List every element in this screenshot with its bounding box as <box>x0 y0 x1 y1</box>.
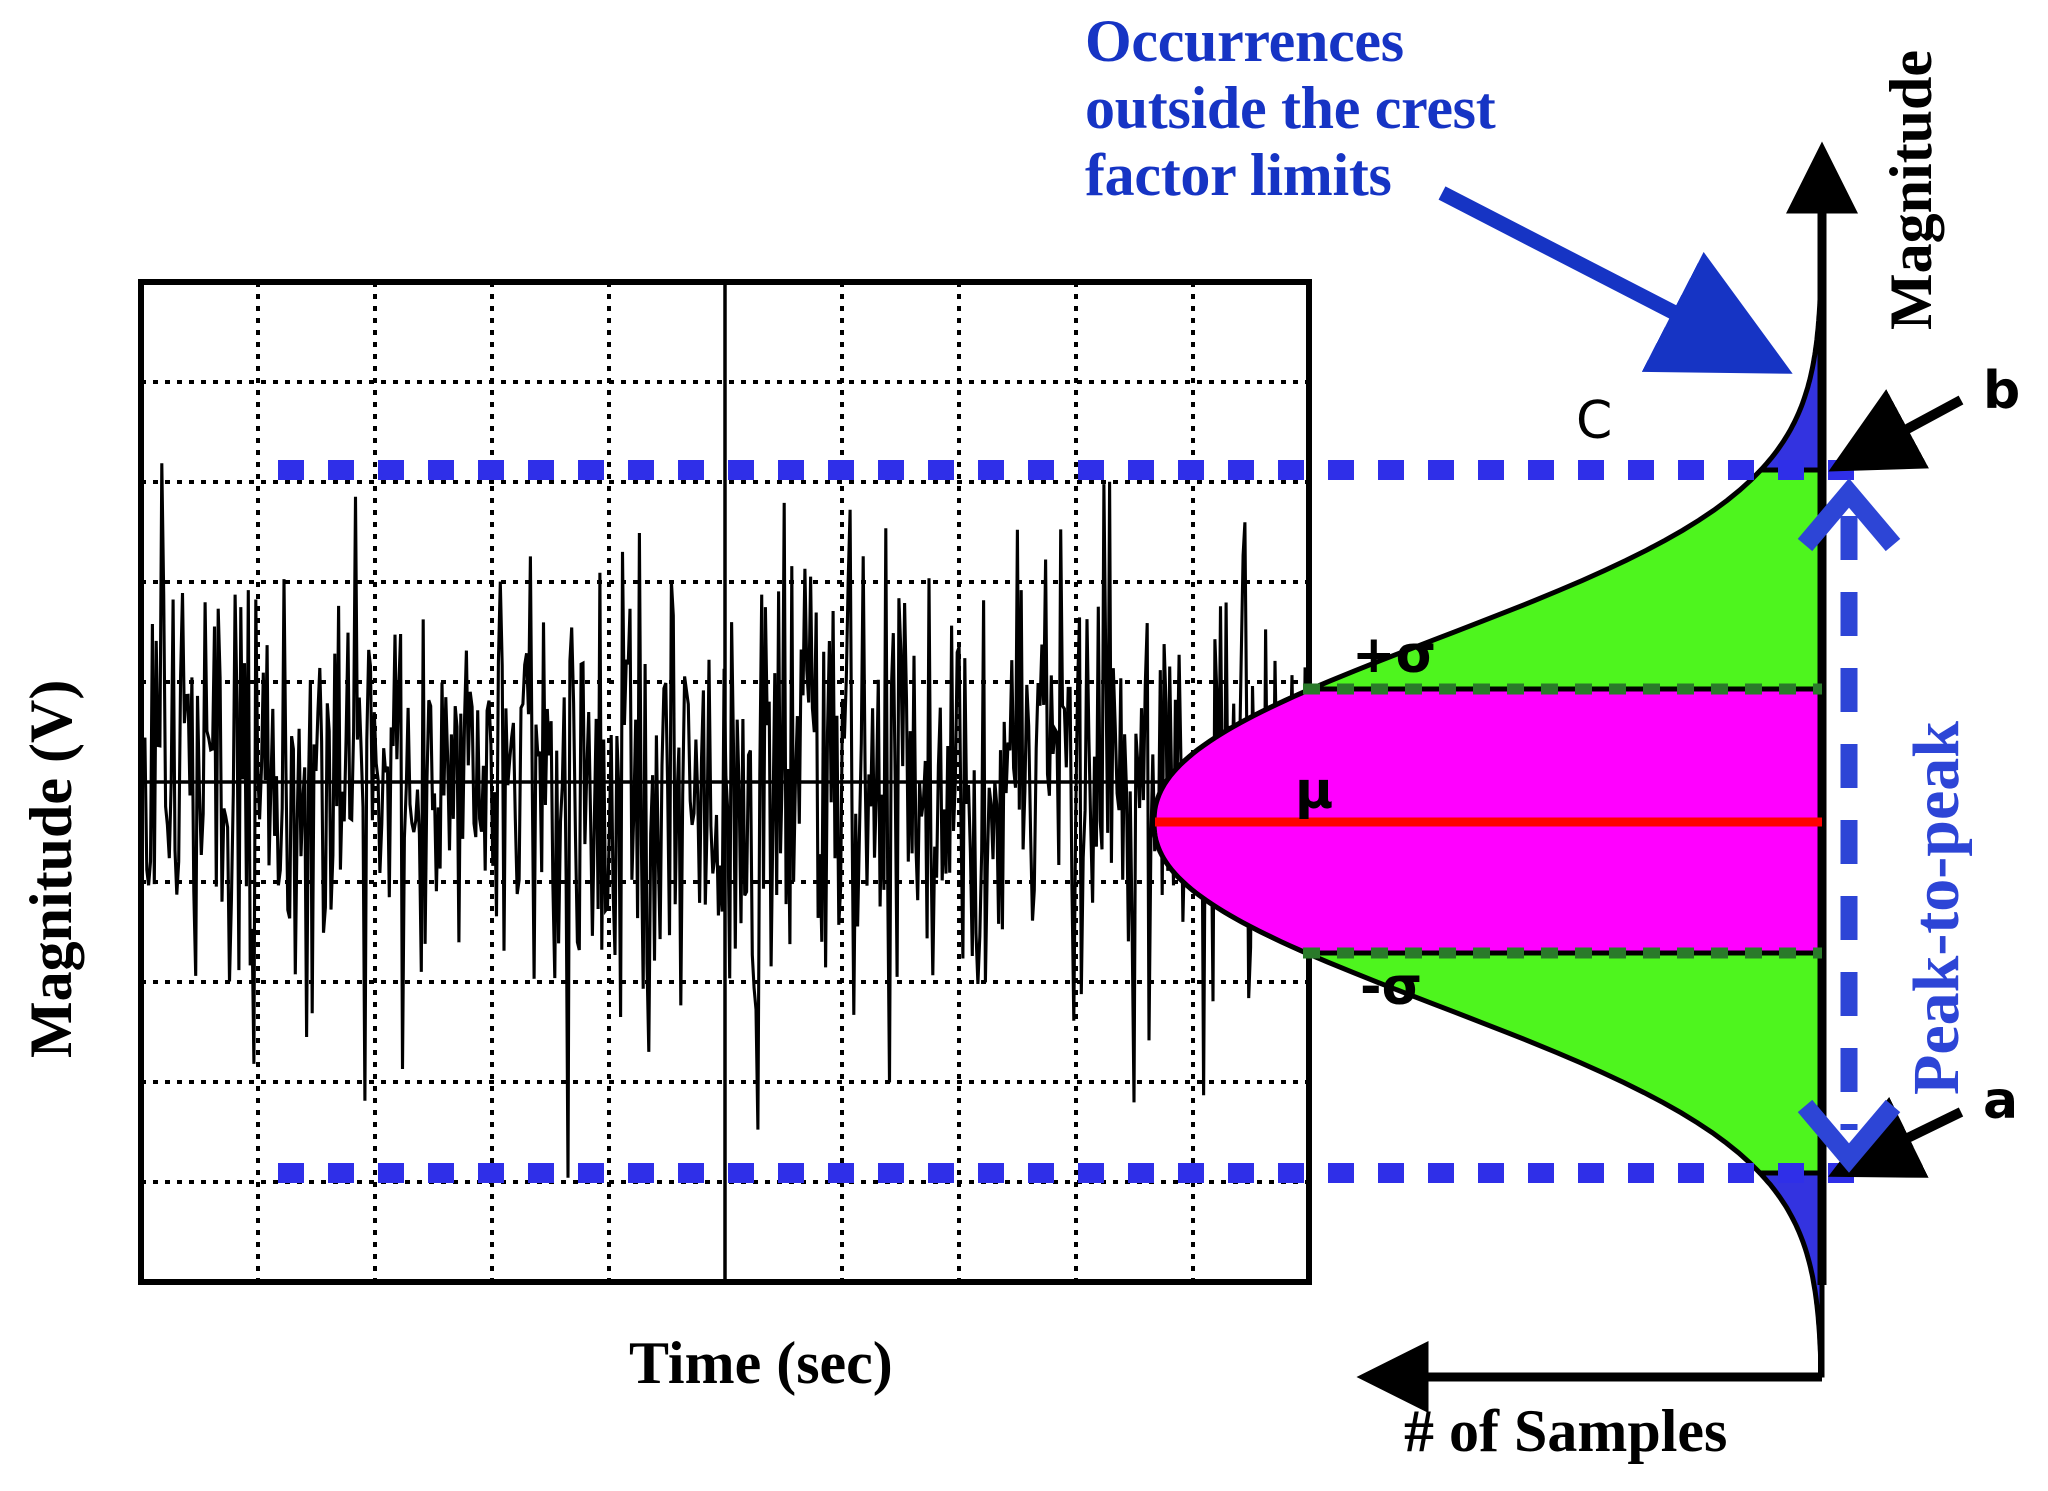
crest-factor-symbol: C <box>1576 391 1613 451</box>
time-plot-xlabel: Time (sec) <box>629 1330 893 1396</box>
marker-b-arrow <box>1828 389 1964 472</box>
time-plot-ylabel: Magnitude (V) <box>18 679 84 1058</box>
mean-symbol-label: μ <box>1295 761 1334 821</box>
marker-b-label: b <box>1983 361 2021 421</box>
marker-a-label: a <box>1983 1071 2019 1131</box>
occurrences-note-line1: Occurrences <box>1085 8 1404 74</box>
occurrences-callout-arrow <box>1438 186 1793 374</box>
histogram-xlabel: # of Samples <box>1404 1398 1728 1464</box>
amplitude-distribution <box>1151 244 1825 1378</box>
histogram-ylabel: Magnitude <box>1878 49 1944 330</box>
noise-waveform <box>141 463 1309 1178</box>
marker-a-arrow <box>1828 1096 1964 1178</box>
occurrences-note: Occurrences outside the crest factor lim… <box>1085 8 1496 210</box>
occurrences-note-line3: factor limits <box>1085 142 1392 209</box>
peak-to-peak-arrow <box>1797 478 1901 1173</box>
minus-sigma-label: -σ <box>1360 957 1423 1017</box>
peak-to-peak-label: Peak-to-peak <box>1900 721 1973 1095</box>
plus-sigma-label: +σ <box>1352 625 1437 685</box>
occurrences-note-line2: outside the crest <box>1085 75 1496 142</box>
